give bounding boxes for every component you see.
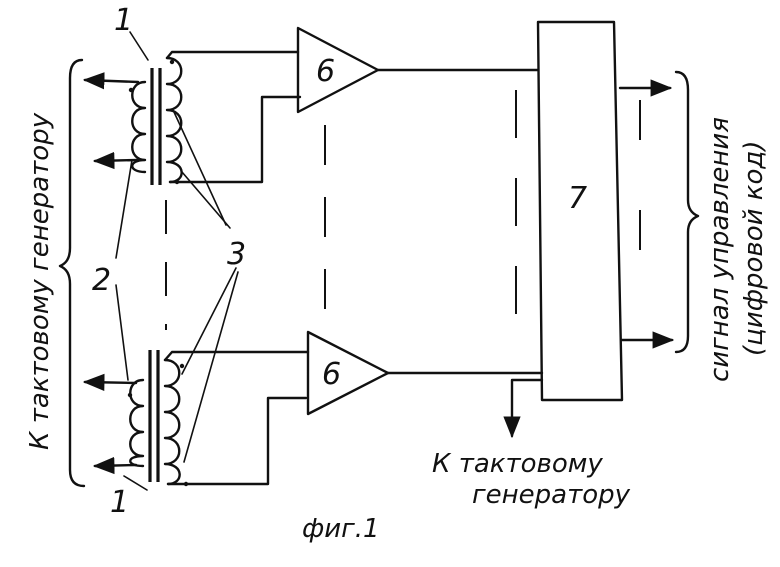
block-7 [503, 20, 675, 439]
top-transformer [82, 50, 302, 185]
figure-caption: фиг.1 [302, 514, 380, 544]
caption-left: К тактовому генератору [25, 112, 55, 450]
label-transformer-top: 1 [114, 3, 133, 38]
amplifier-top [296, 26, 540, 114]
leader-lines [115, 31, 239, 491]
caption-right-line2: (цифровой код) [739, 140, 769, 356]
amplifier-bottom [306, 330, 544, 416]
label-amplifier-top: 6 [316, 54, 335, 89]
continuation-dashes [165, 90, 641, 350]
label-amplifier-bottom: 6 [322, 357, 341, 392]
label-taps: 3 [227, 237, 246, 272]
caption-bottom-line1: К тактовому [432, 449, 603, 479]
label-secondary-winding: 2 [92, 263, 111, 298]
label-transformer-bottom: 1 [110, 485, 129, 520]
braces [58, 58, 700, 488]
bottom-transformer [82, 350, 310, 487]
caption-bottom-line2: генератору [472, 480, 631, 510]
caption-right-line1: сигнал управления [705, 117, 735, 382]
label-block: 7 [568, 181, 587, 216]
